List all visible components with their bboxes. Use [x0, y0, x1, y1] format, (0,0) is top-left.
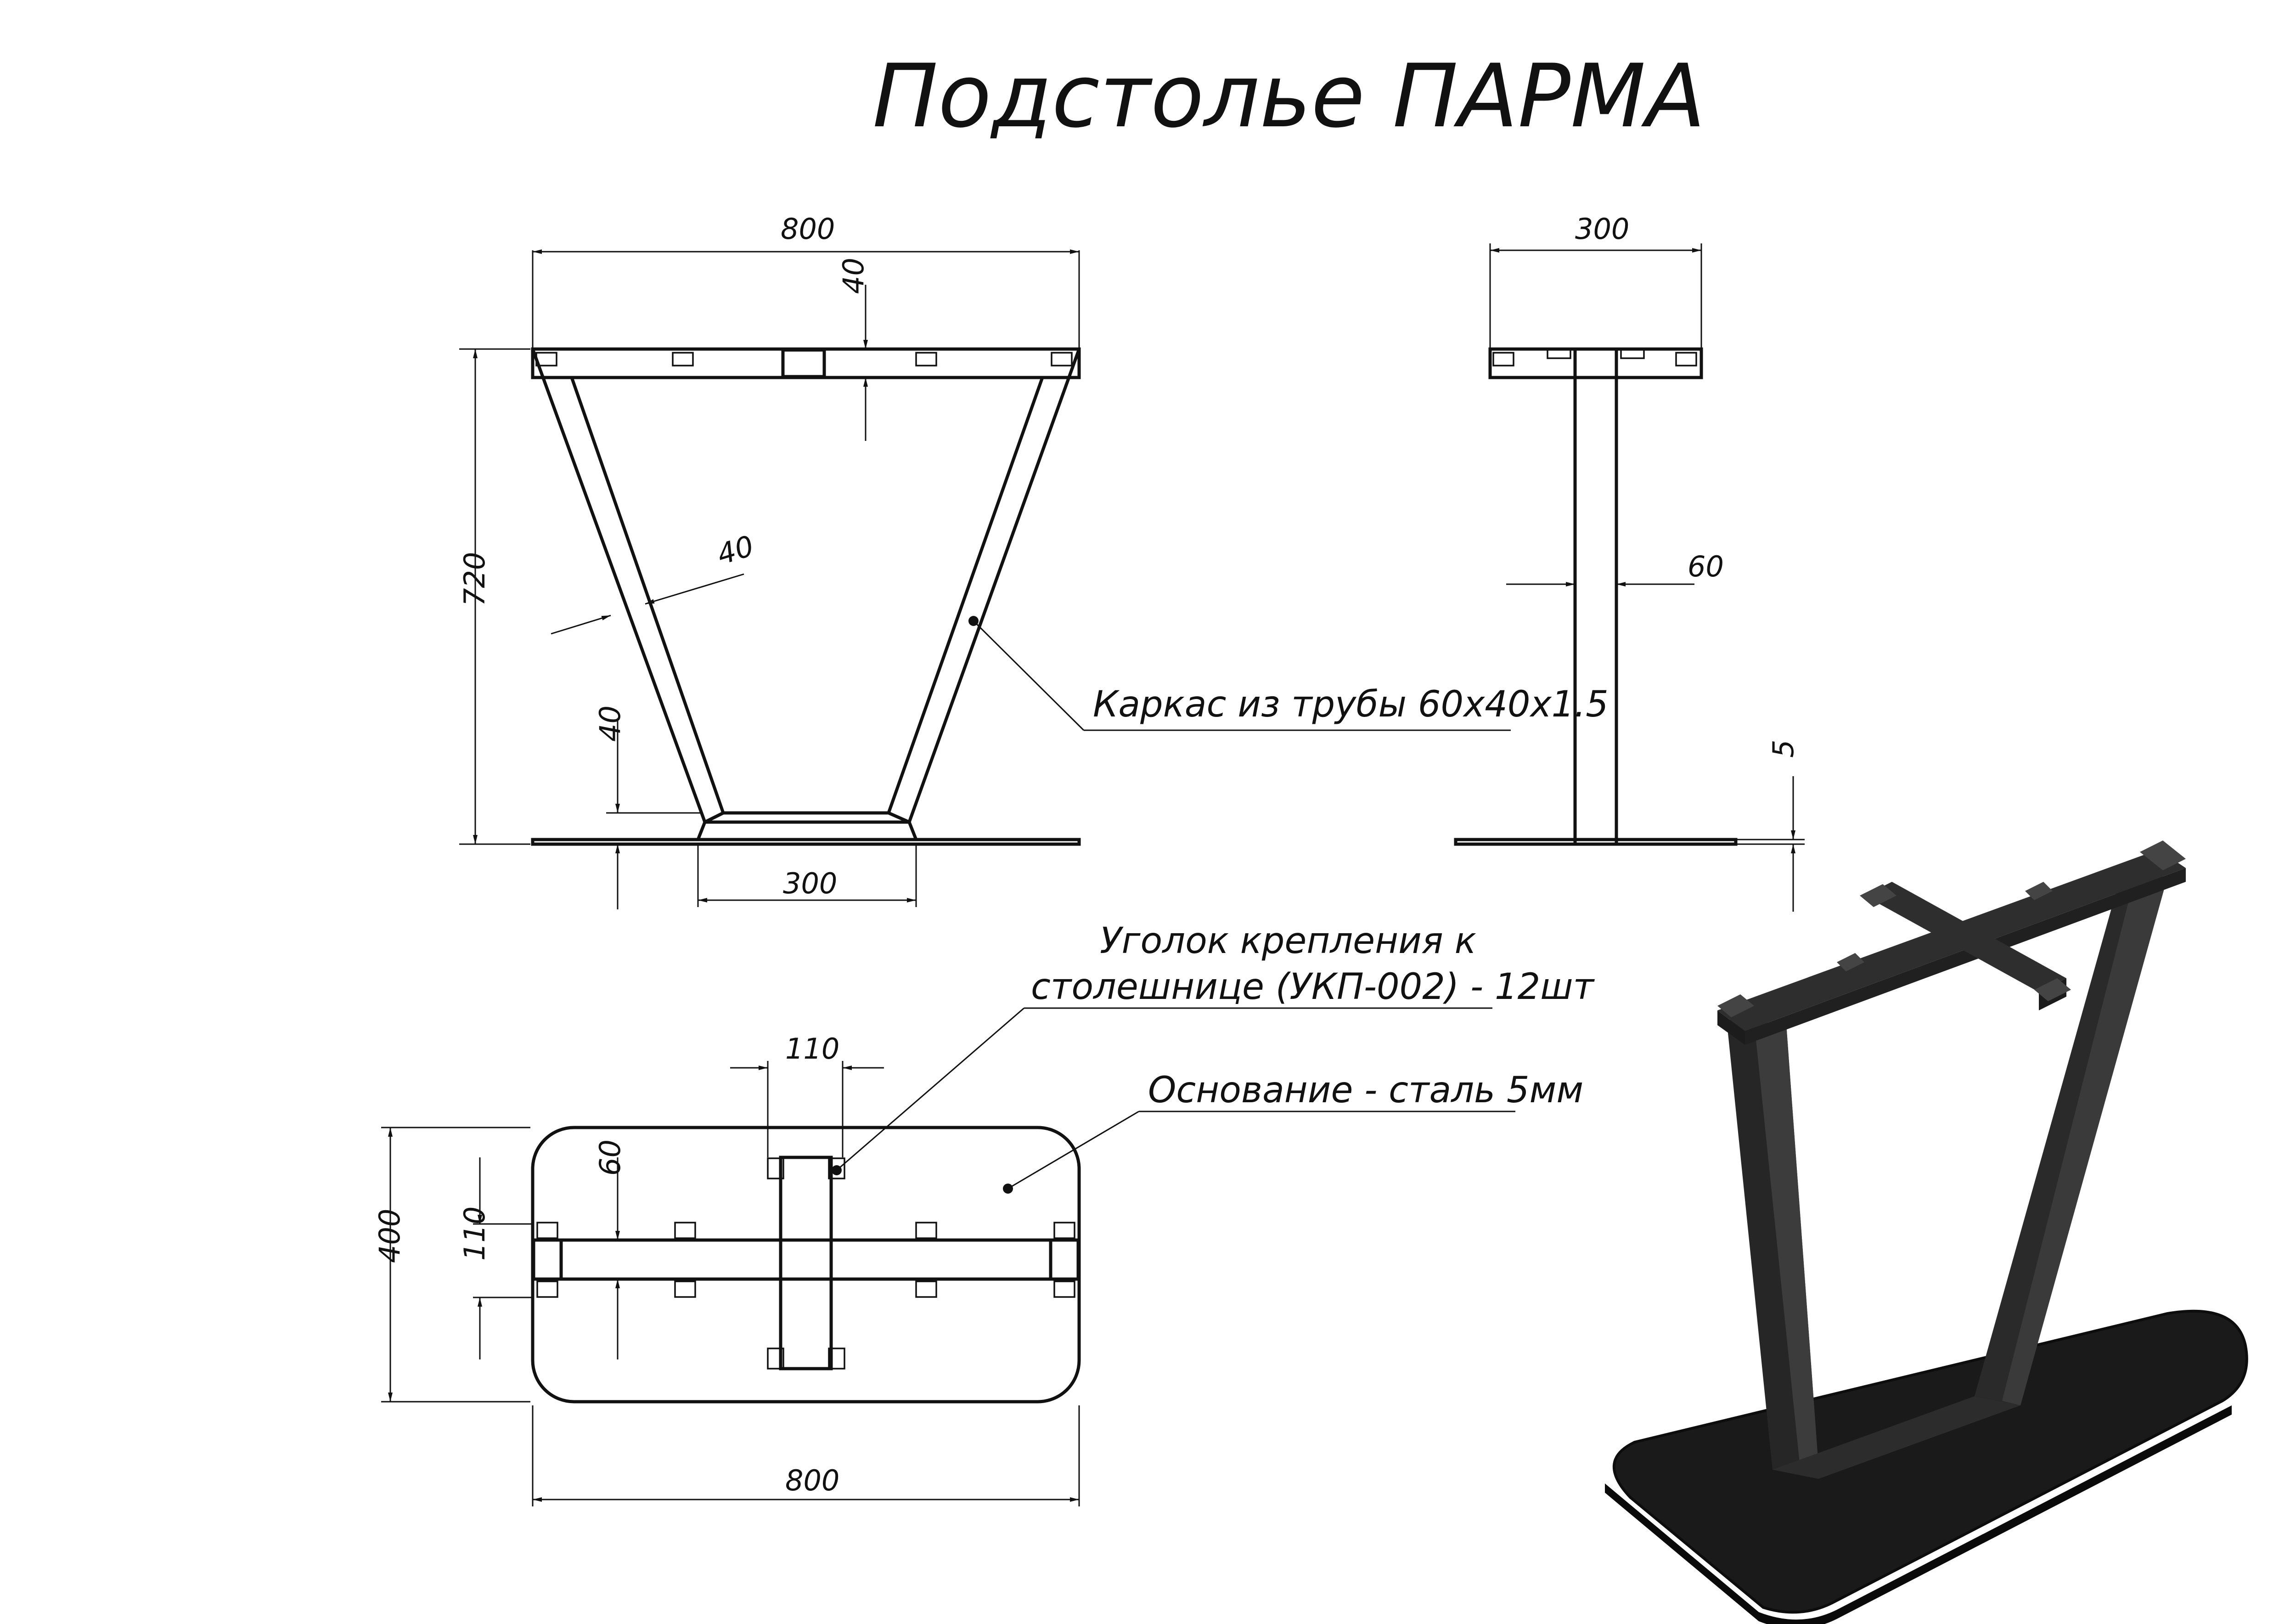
height-label: 720	[458, 552, 491, 606]
table-base-render	[1605, 840, 2248, 1624]
depth-label: 400	[373, 1209, 406, 1263]
plate-label: 5	[1767, 740, 1800, 758]
bracket-icon	[1492, 348, 1697, 367]
front-width-label: 800	[781, 212, 835, 246]
cross-width-label: 110	[785, 1032, 839, 1066]
top-view: 110 60 110 400 800 Уголок крепления к ст…	[373, 920, 1595, 1506]
bracket-icon	[535, 352, 1073, 367]
bracket-icon	[536, 1157, 1075, 1370]
page-title: Подстолье ПАРМА	[872, 45, 1705, 147]
bracket-note-line2: столешнице (УКП-002) - 12шт	[1031, 966, 1595, 1008]
frame-note: Каркас из трубы 60х40х1.5	[1093, 684, 1609, 725]
top-rail-label: 40	[837, 258, 870, 294]
bottom-width-label: 300	[783, 867, 837, 900]
column-label: 60	[1688, 550, 1724, 583]
side-width-label: 300	[1575, 212, 1629, 246]
bottom-rail-label: 40	[593, 705, 627, 742]
beam-label: 60	[593, 1139, 627, 1176]
bracket-note-line1: Уголок крепления к	[1100, 920, 1476, 962]
beam-width-label: 110	[458, 1207, 491, 1261]
side-view: 300 60 5	[1454, 212, 1805, 912]
top-width-label: 800	[785, 1464, 839, 1497]
leg-width-label: 40	[713, 529, 758, 571]
base-note: Основание - сталь 5мм	[1148, 1070, 1583, 1111]
front-view: 800 40 720 40 40 300 Каркас из трубы 60х…	[458, 212, 1609, 909]
